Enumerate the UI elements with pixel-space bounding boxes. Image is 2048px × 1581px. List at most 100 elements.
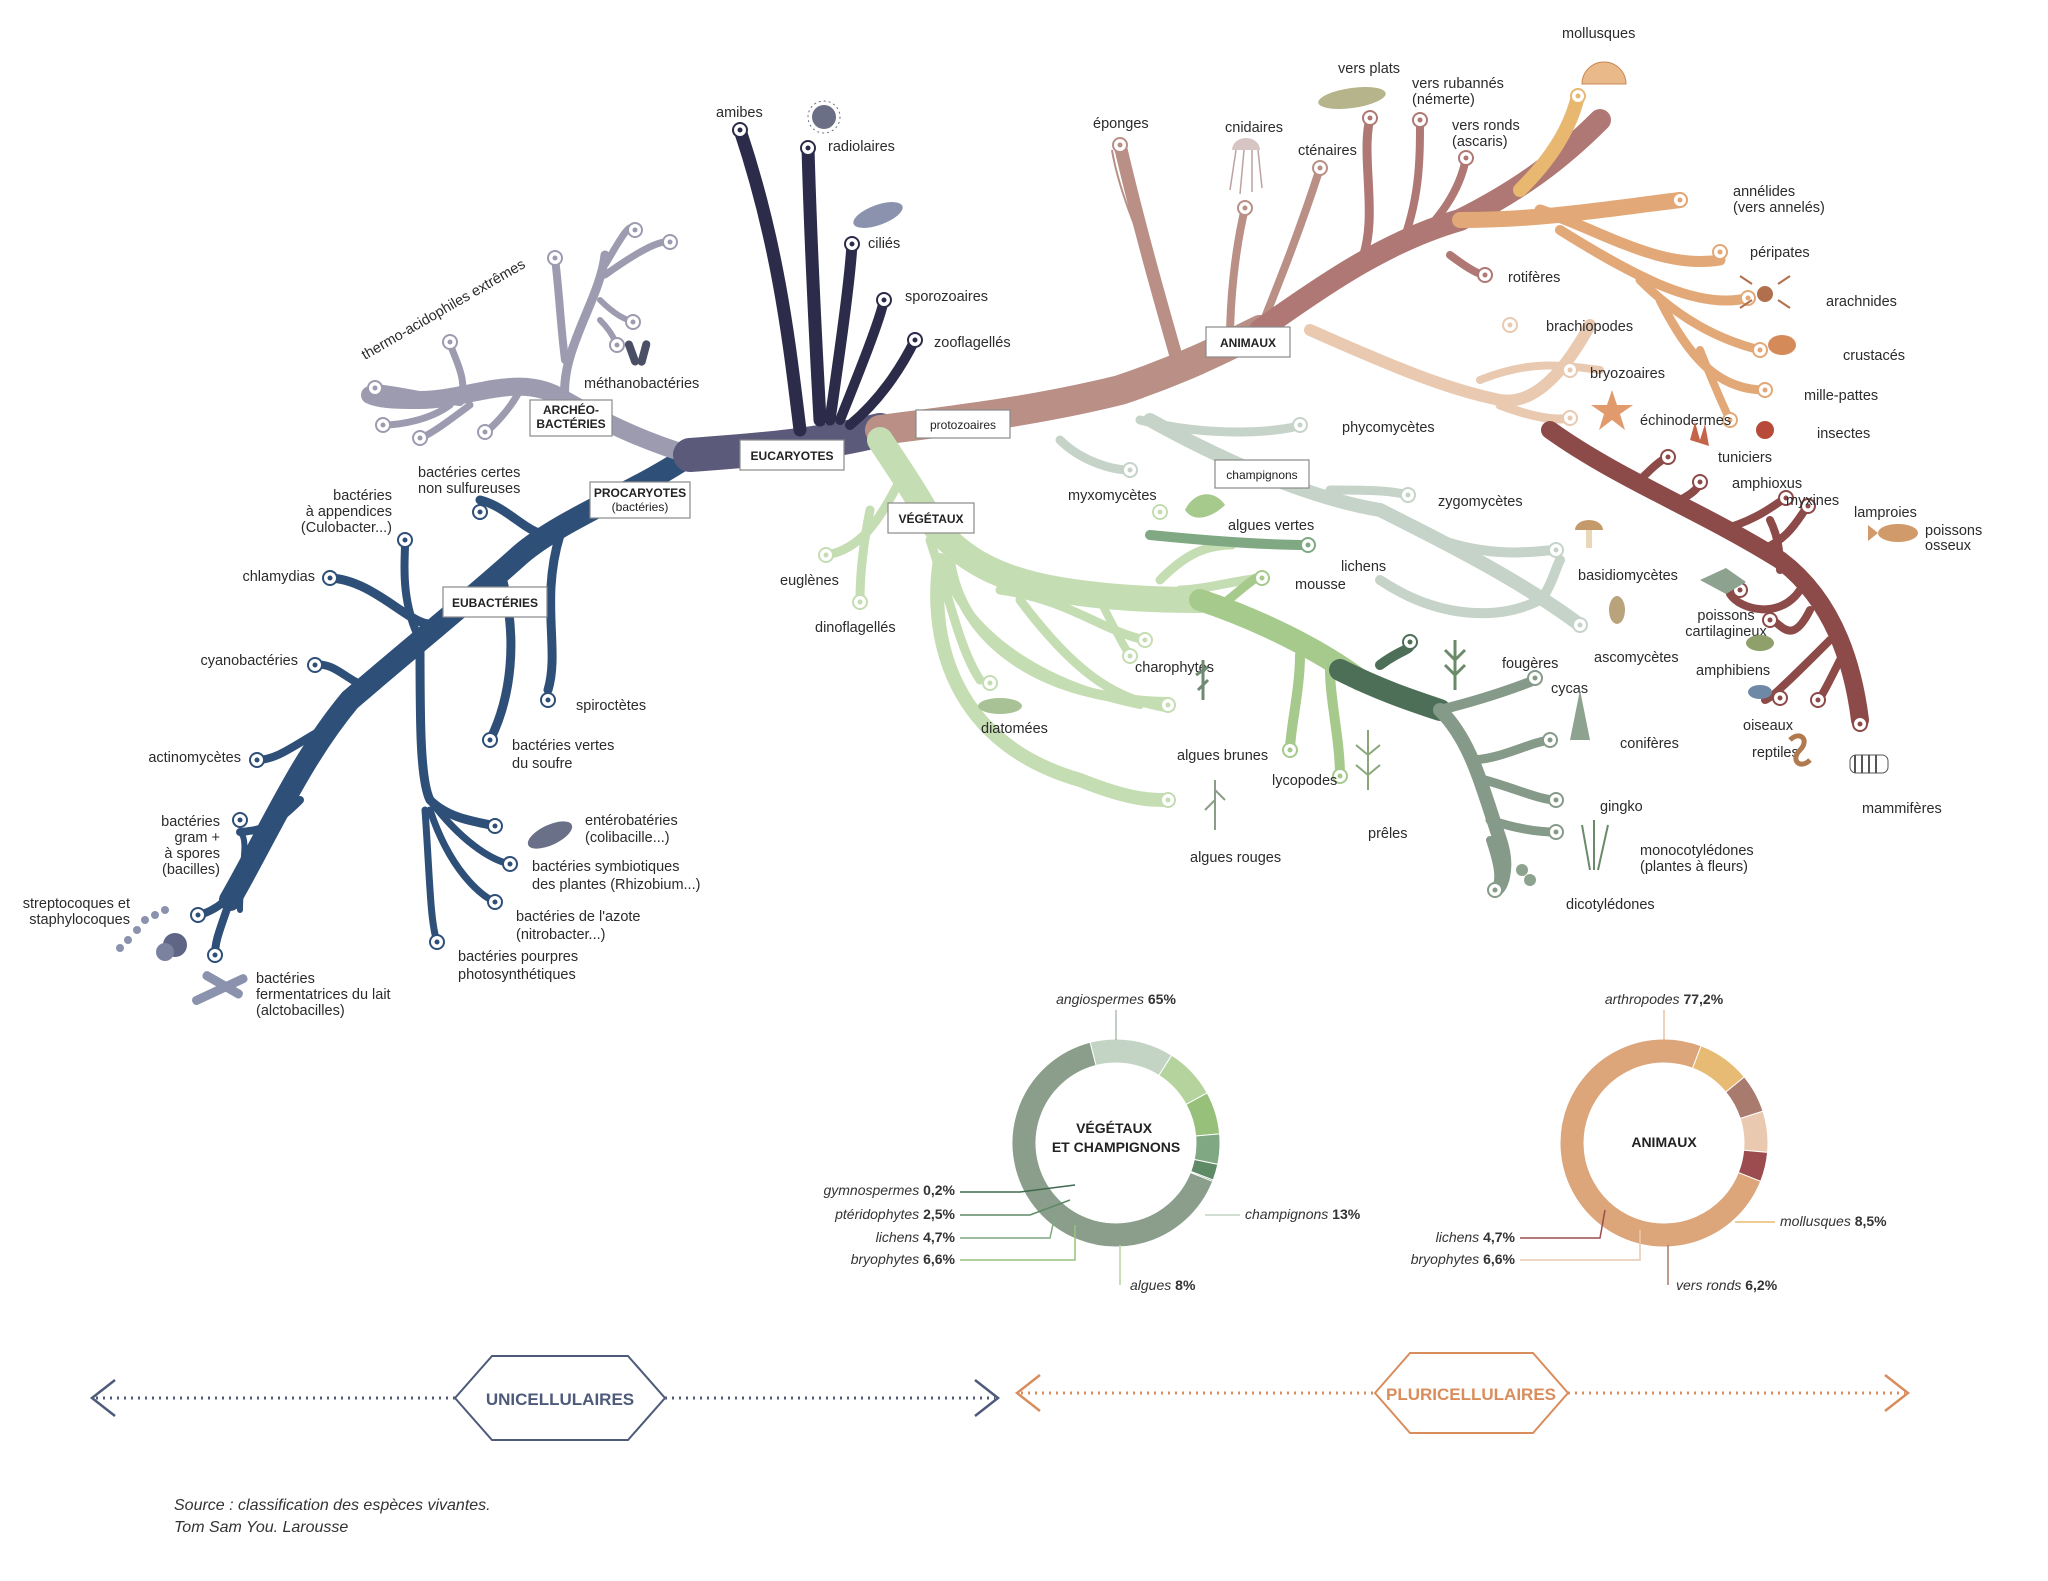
label-amphibiens: amphibiens xyxy=(1696,663,1770,679)
serpent-icon xyxy=(1788,733,1812,767)
label-actinomycetes: actinomycètes xyxy=(148,750,241,766)
illustrations xyxy=(116,61,1918,1005)
node-dot-10 xyxy=(447,339,453,345)
label-algues-rouges: algues rouges xyxy=(1190,850,1281,866)
node-dot-14 xyxy=(482,429,488,435)
svg-text:champignons: champignons xyxy=(1226,468,1297,482)
node-dot-3 xyxy=(881,297,887,303)
node-dot-57 xyxy=(987,680,993,686)
branch-vegetaux xyxy=(821,427,1265,807)
label-bryozoaires: bryozoaires xyxy=(1590,366,1665,382)
node-dot-6 xyxy=(632,227,638,233)
label-lichens: lichens xyxy=(1341,559,1386,575)
node-dot-35 xyxy=(1482,272,1488,278)
label-euglenes: euglènes xyxy=(780,573,839,589)
label-crustaces: crustacés xyxy=(1843,348,1905,364)
node-dot-75 xyxy=(1405,492,1411,498)
label-preles: prêles xyxy=(1368,826,1408,842)
node-dot-7 xyxy=(667,239,673,245)
vegetaux-segment-champignons xyxy=(1089,1038,1173,1077)
node-dot-52 xyxy=(1777,695,1783,701)
donut-animaux xyxy=(1559,1038,1769,1248)
node-dot-68 xyxy=(1532,675,1538,681)
label-vers-ronds: vers ronds(ascaris) xyxy=(1452,118,1520,150)
label-lycopodes: lycopodes xyxy=(1272,773,1337,789)
node-dot-63 xyxy=(1259,575,1265,581)
donut-animaux-center: ANIMAUX xyxy=(1631,1134,1697,1150)
label-algues-vertes: algues vertes xyxy=(1228,518,1314,534)
branches xyxy=(194,89,1869,959)
box-animaux: ANIMAUX xyxy=(1205,326,1291,358)
prele-icon xyxy=(1355,730,1381,790)
node-dot-29 xyxy=(1117,142,1123,148)
label-echinodermes: échinodermes xyxy=(1640,413,1731,429)
node-dot-77 xyxy=(1577,622,1583,628)
label-insectes: insectes xyxy=(1817,426,1870,442)
source-line-1: Source : classification des espèces viva… xyxy=(174,1497,491,1514)
node-dot-31 xyxy=(1317,165,1323,171)
node-dot-61 xyxy=(1127,653,1133,659)
grenouille-icon xyxy=(1746,635,1774,651)
node-dot-32 xyxy=(1367,115,1373,121)
nodes xyxy=(190,88,1868,963)
label-cnidaires: cnidaires xyxy=(1225,120,1283,136)
donut-vegetaux xyxy=(1011,1038,1221,1248)
branch-vegetaux-grey xyxy=(1433,675,1561,897)
label-methano: méthanobactéries xyxy=(584,376,699,392)
node-dot-60 xyxy=(1165,797,1171,803)
node-dot-53 xyxy=(1815,697,1821,703)
node-dot-1 xyxy=(805,145,811,151)
label-radiolaires: radiolaires xyxy=(828,139,895,155)
algue-brune-icon xyxy=(1195,660,1210,700)
unicellulaires-label: UNICELLULAIRES xyxy=(486,1390,634,1409)
box-procaryotes: PROCARYOTES (bactéries) xyxy=(589,481,691,519)
label-mousse: mousse xyxy=(1295,577,1346,593)
node-dot-9 xyxy=(614,342,620,348)
node-dot-59 xyxy=(1165,702,1171,708)
label-azote: bactéries de l'azote(nitrobacter...) xyxy=(516,909,640,943)
node-dot-66 xyxy=(1305,542,1311,548)
label-fougeres: fougères xyxy=(1502,656,1558,672)
node-dot-25 xyxy=(492,823,498,829)
label-spirochetes: spiroctètes xyxy=(576,698,646,714)
branch-animaux-gold xyxy=(1513,89,1585,197)
node-dot-24 xyxy=(487,737,493,743)
label-mollusques-ani: mollusques 8,5% xyxy=(1780,1213,1887,1229)
box-champignons: champignons xyxy=(1214,459,1310,489)
node-dot-20 xyxy=(237,817,243,823)
svg-text:ANIMAUX: ANIMAUX xyxy=(1220,336,1276,350)
node-dot-12 xyxy=(380,422,386,428)
donut-animaux-labels: arthropodes 77,2% lichens 4,7% bryophyte… xyxy=(1411,991,1887,1293)
label-champignons-veg: champignons 13% xyxy=(1245,1206,1361,1222)
node-dot-40 xyxy=(1757,347,1763,353)
node-dot-28 xyxy=(434,939,440,945)
svg-text:EUCARYOTES: EUCARYOTES xyxy=(751,449,834,463)
branch-protozoa xyxy=(733,123,920,437)
node-dot-65 xyxy=(1337,773,1343,779)
node-dot-2 xyxy=(849,241,855,247)
label-arachnides: arachnides xyxy=(1826,294,1897,310)
node-dot-42 xyxy=(1727,417,1733,423)
svg-text:(bactéries): (bactéries) xyxy=(612,500,669,514)
araignee-icon xyxy=(1739,275,1791,309)
node-dot-46 xyxy=(1665,454,1671,460)
zebre-icon xyxy=(1849,754,1889,774)
box-eubacteries: EUBACTÉRIES xyxy=(442,586,548,618)
node-dot-49 xyxy=(1805,503,1811,509)
label-charophytes: charophytes xyxy=(1135,660,1214,676)
label-annelides: annélides(vers annelés) xyxy=(1733,184,1825,216)
label-arthropodes: arthropodes 77,2% xyxy=(1605,991,1724,1007)
node-dot-71 xyxy=(1553,829,1559,835)
label-angiospermes: angiospermes 65% xyxy=(1056,991,1176,1007)
box-vegetaux: VÉGÉTAUX xyxy=(887,502,975,534)
algue-rouge-icon xyxy=(1204,780,1226,830)
label-amibes: amibes xyxy=(716,105,763,121)
node-dot-4 xyxy=(912,337,918,343)
